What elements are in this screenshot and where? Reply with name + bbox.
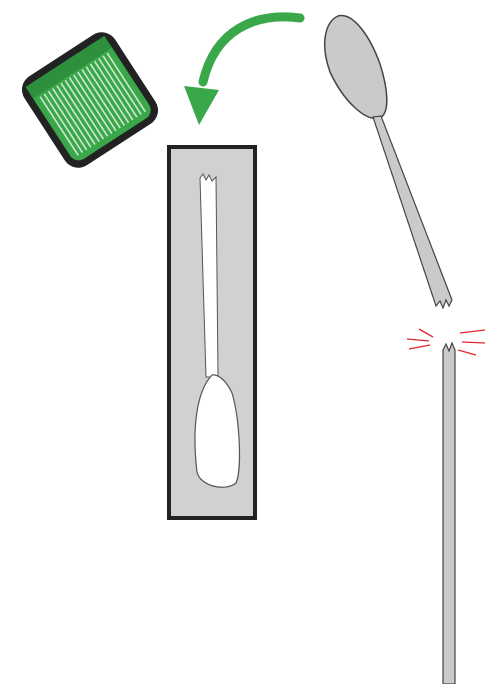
tube-with-swab-icon <box>167 145 257 520</box>
swab-head <box>323 14 388 120</box>
broken-stick-lower <box>442 341 456 684</box>
green-cap-icon <box>21 32 159 168</box>
curved-arrow-icon <box>184 12 305 125</box>
snap-break-icon <box>406 328 485 356</box>
swab-stick-lower <box>442 341 456 684</box>
arrow-shaft <box>198 12 305 87</box>
arrow-head <box>184 86 219 125</box>
cap-ridges <box>39 52 147 156</box>
broken-swab-icon <box>323 14 453 310</box>
tube-swab-head <box>194 374 241 488</box>
cap-top-band <box>25 35 112 99</box>
swab-stick-upper <box>372 115 453 310</box>
